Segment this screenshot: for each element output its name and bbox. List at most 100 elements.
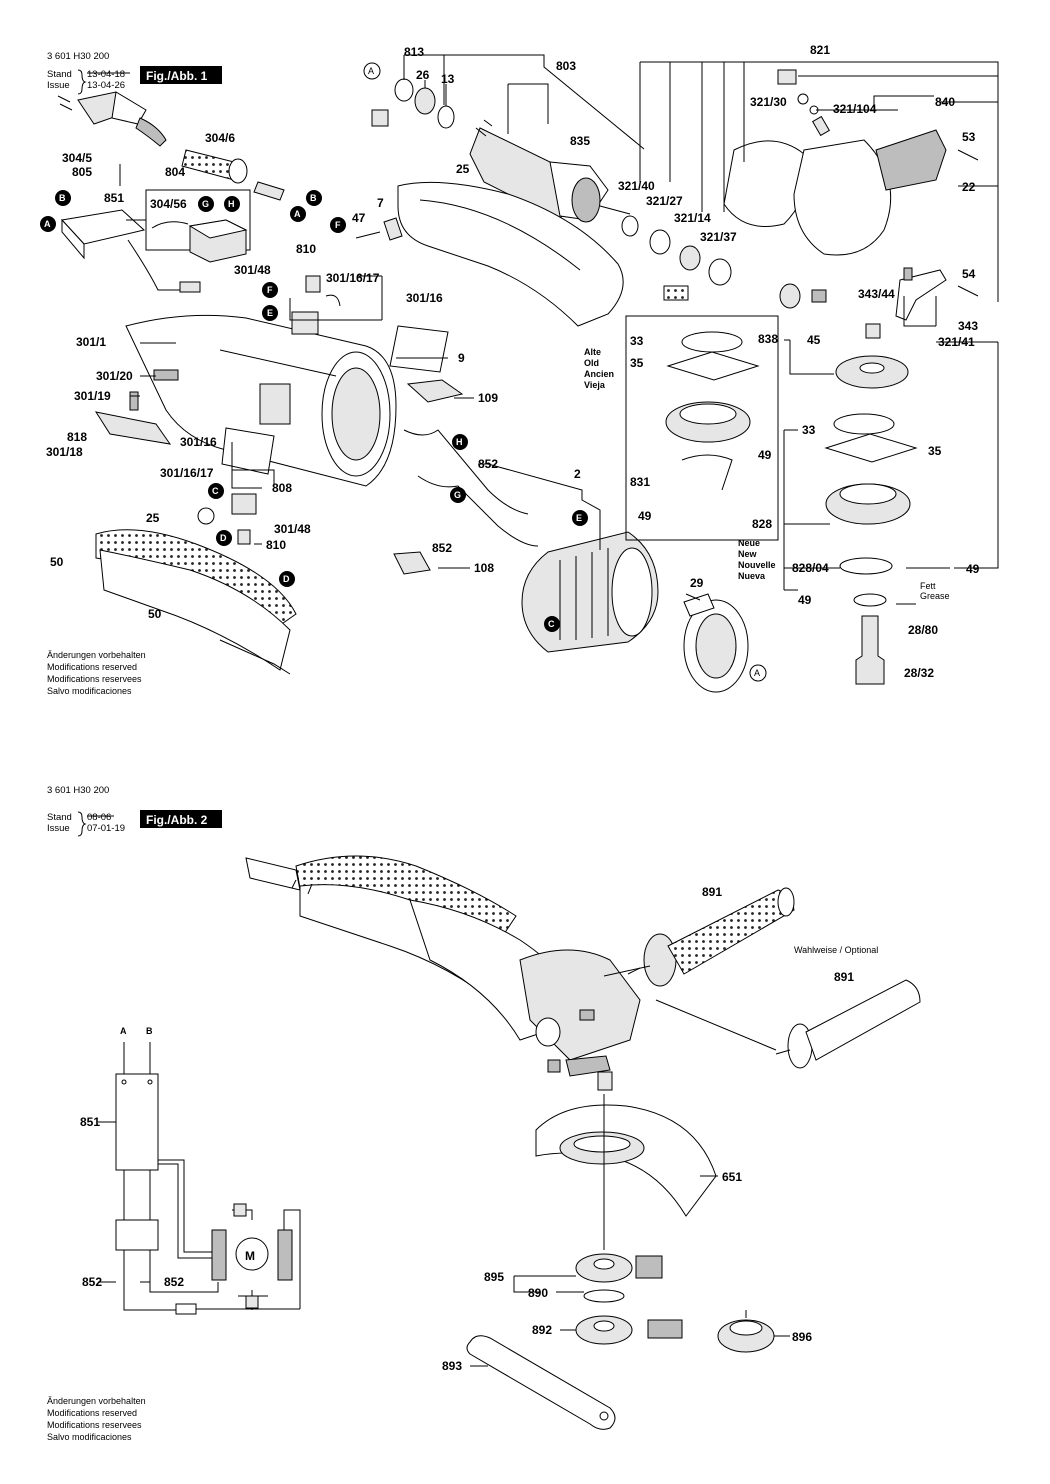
alt-legend-line-3: Ancien [584,369,614,379]
part-label-28-32: 28/32 [904,666,934,680]
part-label-50-a: 50 [50,555,64,569]
part-label-50-b: 50 [148,607,162,621]
part-label-33-old: 33 [630,334,644,348]
nut-892-hub-drawing [593,1320,615,1332]
clip-109-drawing [406,379,464,403]
part-label-301-16-17-top: 301/16/17 [326,271,380,285]
side-handle-optional-drawing [775,979,921,1069]
grease-note-line-2: Grease [920,591,950,601]
part-label-301-18: 301/18 [46,445,83,459]
brush-810-drawing [305,275,321,293]
switch-housing-drawing [61,209,201,293]
o-ring-a-drawing [797,93,809,105]
marker-e-1: E [267,308,273,318]
part-label-321-14: 321/14 [674,211,711,225]
quick-nut-896-top-drawing [729,1320,763,1336]
part-label-7: 7 [377,196,384,210]
alt-legend-line-2: Old [584,358,599,368]
fig2-title-box [140,810,222,828]
marker-c-1: C [212,486,219,496]
part-label-33-new: 33 [802,423,816,437]
button-840-drawing [777,69,797,85]
fig1-doc-number: 3 601 H30 200 [47,51,109,62]
part-label-810-top: 810 [296,242,316,256]
part-label-852-a: 852 [478,457,498,471]
bearing-813-drawing [437,105,455,129]
nut-892-section-drawing [647,1319,683,1339]
motor-housing-top-drawing [397,181,624,327]
cable-sleeve-drawing [181,149,248,184]
fig2-footer-line-3: Modifications reservees [47,1420,142,1430]
part-label-304-6: 304/6 [205,131,235,145]
part-label-813: 813 [404,45,424,59]
marker-h-1: H [228,199,235,209]
fig1-stand-label: Stand [47,69,72,80]
fig1-legends: Alte Old Ancien Vieja Neue New Nouvelle … [47,347,950,696]
ring-321-27-drawing [649,229,671,255]
alt-legend-line-4: Vieja [584,380,606,390]
fig1-leader-lines [119,54,999,601]
fig2-footer-line-1: Änderungen vorbehalten [47,1396,146,1406]
washer-28-80-drawing [853,593,887,607]
part-label-25-bottom: 25 [146,511,160,525]
brush-810-lower-drawing [237,529,251,545]
flange-831-old-top-drawing [679,403,737,425]
fig2-issue-label: Issue [47,823,70,834]
part-label-301-16-bottom: 301/16 [180,435,217,449]
flange-895-hub-drawing [593,1258,615,1270]
fig1-title: Fig./Abb. 1 [146,69,208,83]
plate-35-new-drawing [824,433,918,463]
spring-lower-drawing [197,507,215,525]
motor-housing-drawing [125,314,397,487]
seal-828-04-drawing [839,557,893,575]
bearing-321-14-drawing [679,245,701,271]
part-label-343: 343 [958,319,978,333]
plate-808-drawing [221,427,275,475]
spring-301-19-drawing [129,391,139,411]
gear-cover-drawing [875,129,947,191]
part-label-2: 2 [574,467,581,481]
schematic-leader-lines [98,1121,150,1283]
fig1-header: 3 601 H30 200 Stand Issue 13-04-18 13-04… [47,51,222,95]
ring-890-drawing [583,1289,625,1303]
part-label-804: 804 [165,165,185,179]
bearing-13-drawing [414,87,436,115]
part-label-852-b: 852 [432,541,452,555]
part-label-321-30: 321/30 [750,95,787,109]
old-flange-box [625,315,779,541]
bolt-321-41-drawing [865,323,881,339]
part-label-831: 831 [630,475,650,489]
part-label-301-1: 301/1 [76,335,106,349]
fig1-markers: A B A B A G H F F E H G C D D E C A [40,62,767,682]
part-label-321-40: 321/40 [618,179,655,193]
alt-legend-line-1: Alte [584,347,601,357]
marker-f-2: F [267,285,273,295]
lever-818-drawing [94,411,172,445]
part-label-49-bottom: 49 [798,593,812,607]
fig2-footer-line-4: Salvo modificaciones [47,1432,132,1442]
part-label-810-bottom: 810 [266,538,286,552]
brush-holder-small-drawing [371,109,389,127]
bearing-26-drawing [394,78,414,102]
screw-54-drawing [957,285,979,297]
bearing-321-37-drawing [708,258,732,286]
fig2-stand-old: 08-06 [87,812,111,823]
marker-b-1: B [59,193,66,203]
plate-35-old-drawing [666,351,760,381]
part-label-828-04: 828/04 [792,561,829,575]
label-plate-9-drawing [389,325,449,373]
part-label-891-a: 891 [702,885,722,899]
part-label-22: 22 [962,180,976,194]
guard-ring-321-30-drawing [723,140,807,227]
marker-a-2: A [294,209,301,219]
marker-a-outline-2: A [754,668,760,678]
spring-54-drawing [903,267,913,281]
guard-drawing [535,1104,717,1217]
marker-a-outline: A [368,66,374,76]
fig1-drawings [57,69,979,693]
wire-852-a-drawing [403,429,529,515]
fig2-footer-line-2: Modifications reserved [47,1408,137,1418]
part-label-109: 109 [478,391,498,405]
part-label-852-b: 852 [164,1275,184,1289]
